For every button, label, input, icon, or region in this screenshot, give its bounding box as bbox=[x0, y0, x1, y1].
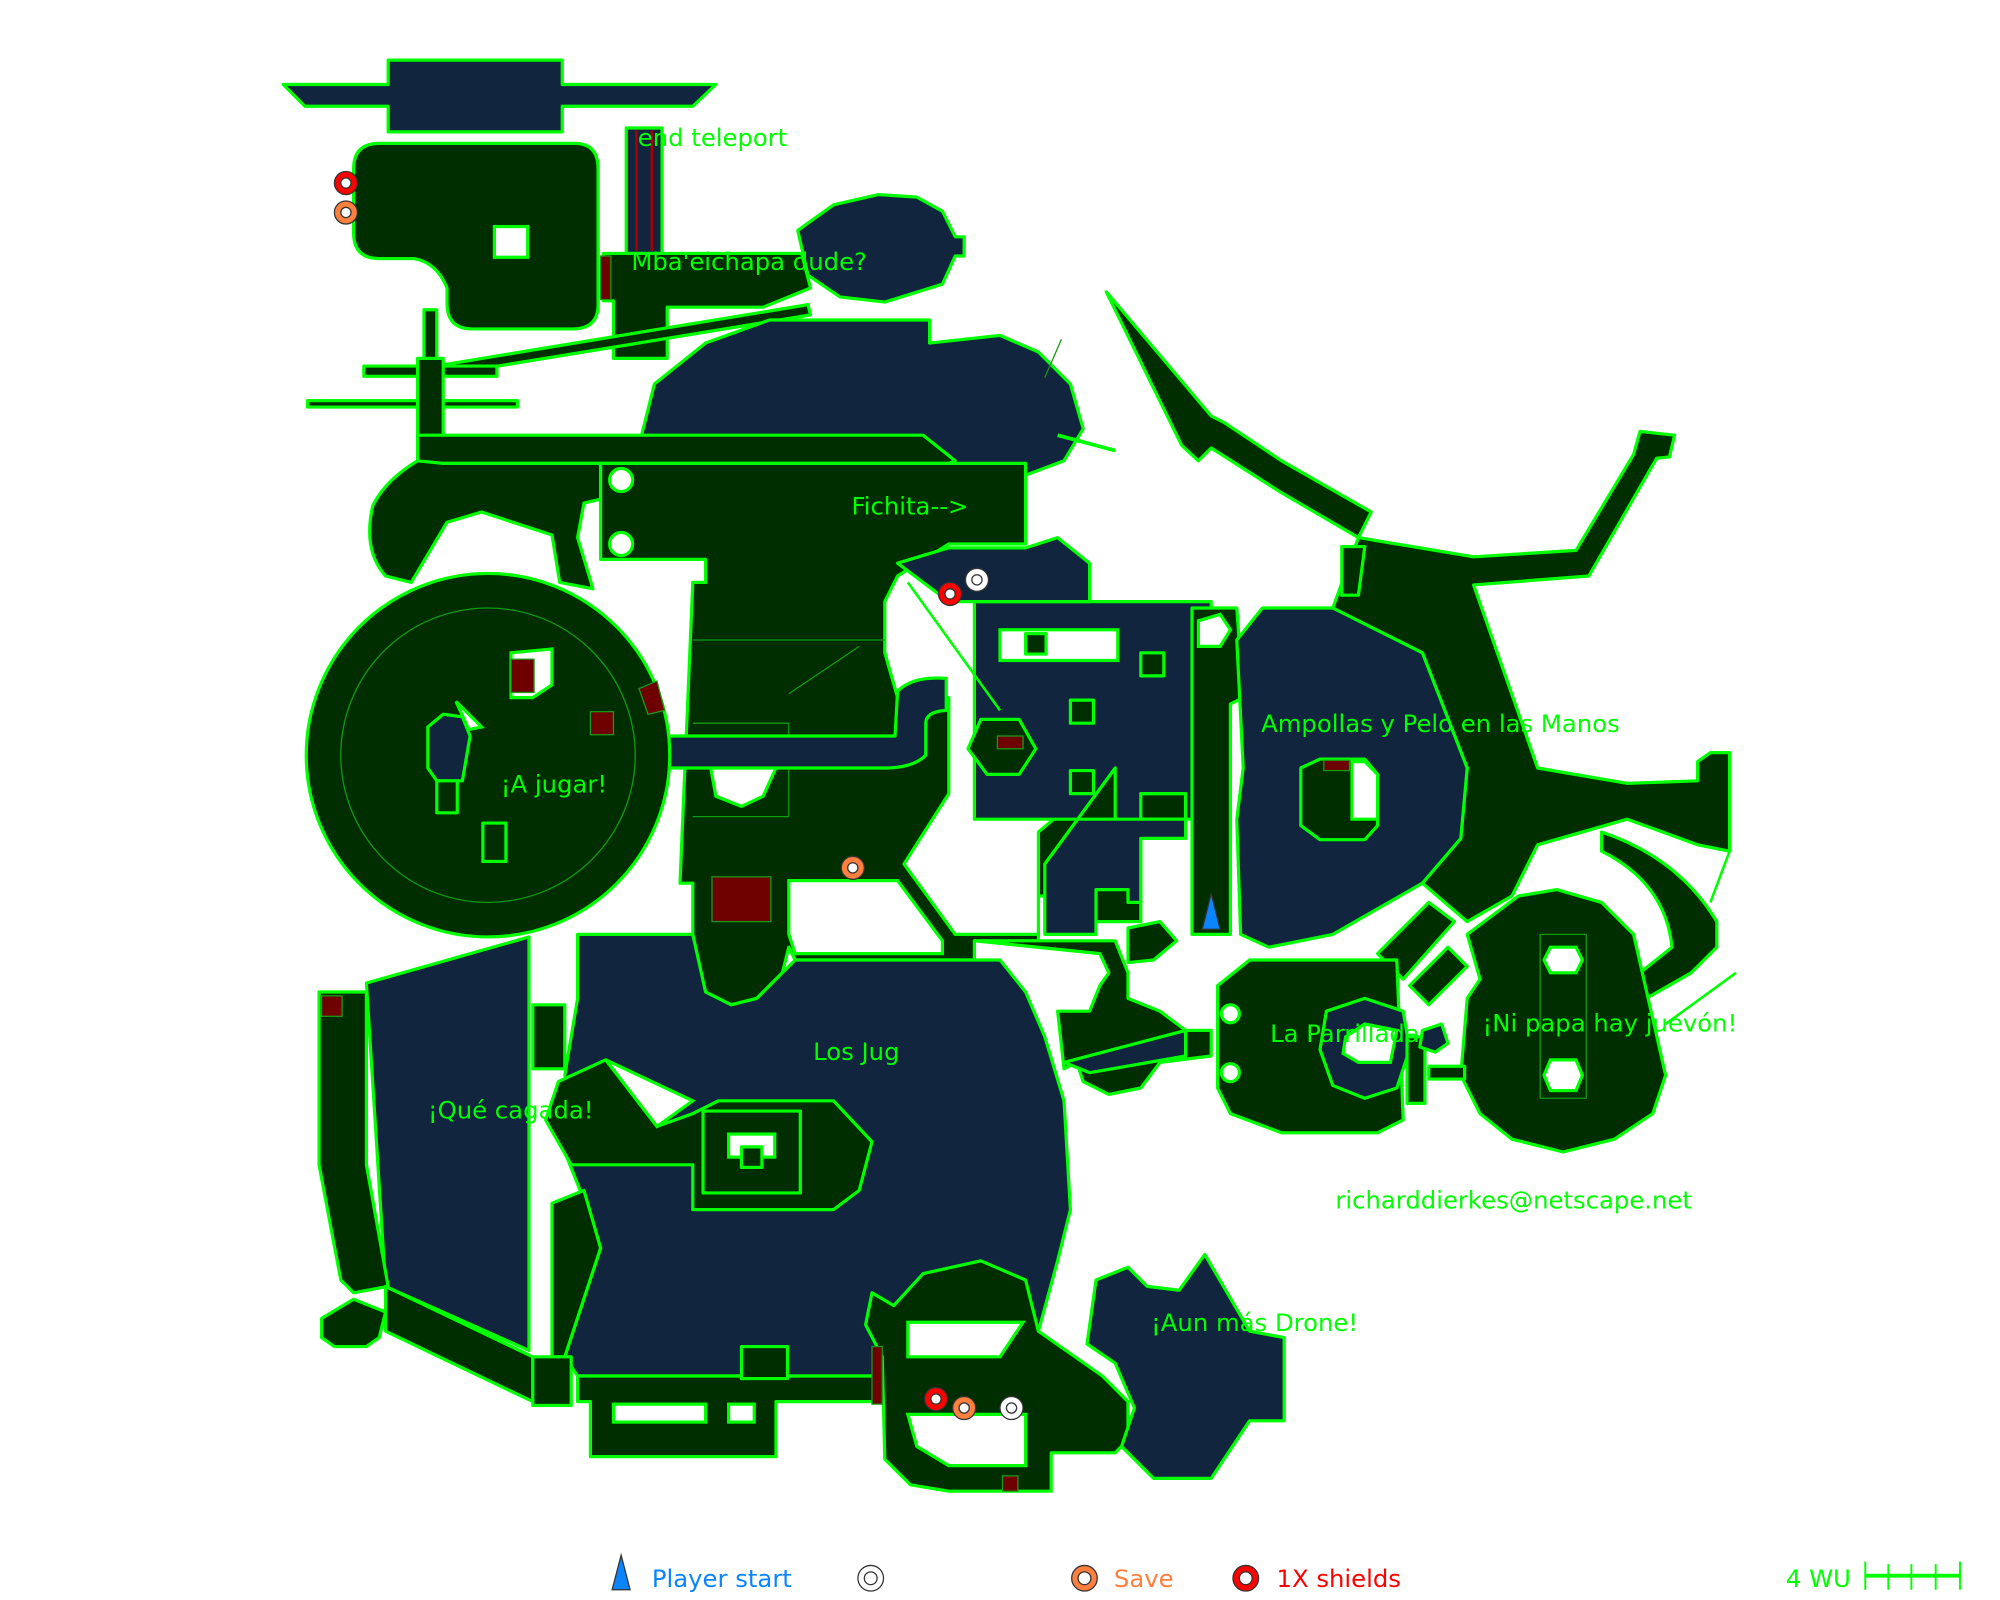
spike bbox=[1104, 290, 1373, 540]
ring-icon bbox=[857, 1564, 885, 1592]
save-marker bbox=[333, 200, 359, 225]
annotation: Fichita--> bbox=[852, 492, 969, 521]
player-start-icon bbox=[611, 1552, 631, 1591]
player-start-marker bbox=[1201, 893, 1221, 930]
curved-hall bbox=[368, 459, 603, 591]
legend-save: Save bbox=[1114, 1564, 1174, 1593]
annotation: ¡Ni papa hay juevón! bbox=[1483, 1009, 1738, 1038]
legend-shields: 1X shields bbox=[1276, 1564, 1401, 1593]
corridor-main bbox=[416, 433, 957, 465]
scale-bar bbox=[1864, 1561, 1961, 1590]
annotation: Ampollas y Pelo en las Manos bbox=[1261, 709, 1620, 738]
save-icon bbox=[1071, 1564, 1098, 1592]
arena-circle bbox=[304, 571, 672, 939]
shields-marker bbox=[333, 170, 359, 196]
room-ni-papa bbox=[1459, 888, 1668, 1154]
annotation: end teleport bbox=[638, 123, 788, 152]
pillar bbox=[492, 224, 530, 259]
pool-drone bbox=[1085, 1252, 1286, 1480]
item-marker bbox=[999, 1395, 1024, 1421]
scale-label: 4 WU bbox=[1786, 1564, 1851, 1593]
shields-marker bbox=[923, 1386, 949, 1412]
annotation: ¡Qué cagada! bbox=[428, 1096, 594, 1125]
annotation: Los Jug bbox=[813, 1037, 899, 1066]
legend: Player start Save 1X shields 4 WU bbox=[611, 1552, 1961, 1593]
annotation: La Parrillada bbox=[1270, 1019, 1420, 1048]
pool-center-right bbox=[972, 600, 1213, 936]
pool-top bbox=[796, 192, 966, 304]
item-marker bbox=[964, 567, 990, 592]
corridor-left bbox=[317, 990, 390, 1295]
items bbox=[333, 170, 1221, 1421]
legend-player-start: Player start bbox=[652, 1564, 792, 1593]
annotation: Mba'eichapa dude? bbox=[631, 247, 867, 276]
save-marker bbox=[952, 1395, 977, 1421]
top-platform bbox=[281, 58, 718, 134]
annotation: richarddierkes@netscape.net bbox=[1335, 1185, 1692, 1214]
shields-icon bbox=[1232, 1564, 1260, 1592]
annotation: ¡A jugar! bbox=[501, 769, 607, 798]
save-marker bbox=[840, 855, 865, 880]
shields-marker bbox=[937, 581, 963, 607]
annotation: ¡Aun más Drone! bbox=[1151, 1308, 1358, 1337]
annotations: end teleport Mba'eichapa dude? Fichita--… bbox=[428, 123, 1738, 1337]
room-top-left bbox=[352, 141, 600, 331]
pool-que-cagada bbox=[364, 935, 531, 1352]
